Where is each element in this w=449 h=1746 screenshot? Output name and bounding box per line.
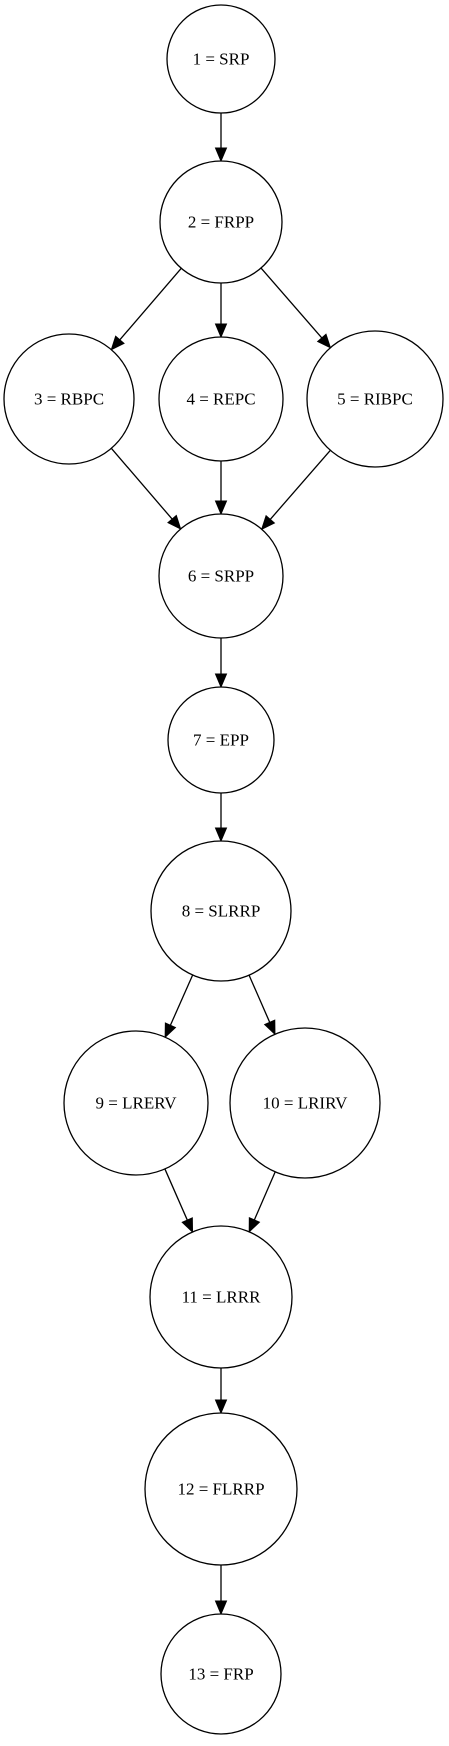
edge-3-to-6 bbox=[110, 447, 182, 530]
node-circle bbox=[150, 840, 292, 982]
node-2: 2 = FRPP bbox=[159, 160, 283, 284]
edge-line bbox=[269, 449, 331, 520]
arrowhead-icon bbox=[164, 1022, 177, 1039]
edge-2-to-3 bbox=[110, 267, 182, 351]
node-label: 9 = LRERV bbox=[96, 1094, 178, 1113]
arrowhead-icon bbox=[214, 673, 228, 689]
node-10: 10 = LRIRV bbox=[229, 1027, 381, 1179]
node-label: 10 = LRIRV bbox=[263, 1094, 348, 1113]
node-label: 4 = REPC bbox=[186, 390, 255, 409]
edge-line bbox=[119, 267, 182, 341]
node-label: 12 = FLRRP bbox=[177, 1480, 264, 1499]
node-11: 11 = LRRR bbox=[149, 1225, 293, 1369]
node-label: 1 = SRP bbox=[193, 50, 250, 69]
edge-9-to-11 bbox=[164, 1168, 194, 1234]
arrowhead-icon bbox=[263, 1019, 276, 1036]
node-6: 6 = SRPP bbox=[158, 513, 284, 639]
node-label: 8 = SLRRP bbox=[182, 902, 261, 921]
nodes-layer: 1 = SRP 2 = FRPP 3 = RBPC 4 = REPC 5 = RIBPC… bbox=[3, 4, 444, 1735]
edges-layer bbox=[110, 113, 332, 1616]
arrowhead-icon bbox=[181, 1217, 194, 1234]
arrowhead-icon bbox=[214, 1600, 228, 1616]
edge-line bbox=[260, 267, 323, 339]
edge-line bbox=[253, 1171, 276, 1221]
node-12: 12 = FLRRP bbox=[144, 1412, 298, 1566]
edge-11-to-12 bbox=[214, 1368, 228, 1415]
node-circle bbox=[306, 330, 444, 468]
node-13: 13 = FRP bbox=[160, 1613, 282, 1735]
node-circle bbox=[167, 686, 275, 794]
edge-2-to-5 bbox=[260, 267, 332, 349]
node-4: 4 = REPC bbox=[158, 336, 284, 462]
node-circle bbox=[159, 160, 283, 284]
node-circle bbox=[160, 1613, 282, 1735]
node-3: 3 = RBPC bbox=[3, 333, 135, 465]
node-circle bbox=[158, 336, 284, 462]
node-circle bbox=[166, 4, 276, 114]
edge-10-to-11 bbox=[248, 1171, 276, 1234]
node-label: 11 = LRRR bbox=[182, 1288, 262, 1307]
edge-6-to-7 bbox=[214, 638, 228, 689]
arrowhead-icon bbox=[214, 1399, 228, 1415]
node-circle bbox=[149, 1225, 293, 1369]
edge-2-to-4 bbox=[214, 283, 228, 339]
arrowhead-icon bbox=[316, 333, 332, 349]
edge-8-to-10 bbox=[248, 974, 276, 1036]
node-circle bbox=[158, 513, 284, 639]
node-circle bbox=[3, 333, 135, 465]
node-7: 7 = EPP bbox=[167, 686, 275, 794]
node-label: 3 = RBPC bbox=[34, 390, 104, 409]
node-circle bbox=[229, 1027, 381, 1179]
node-label: 7 = EPP bbox=[193, 731, 249, 750]
node-9: 9 = LRERV bbox=[63, 1030, 209, 1176]
node-label: 2 = FRPP bbox=[188, 213, 254, 232]
node-circle bbox=[144, 1412, 298, 1566]
edge-line bbox=[164, 1168, 188, 1221]
arrowhead-icon bbox=[214, 500, 228, 516]
node-1: 1 = SRP bbox=[166, 4, 276, 114]
edge-12-to-13 bbox=[214, 1565, 228, 1616]
arrowhead-icon bbox=[214, 323, 228, 339]
node-circle bbox=[63, 1030, 209, 1176]
node-5: 5 = RIBPC bbox=[306, 330, 444, 468]
edge-line bbox=[169, 974, 194, 1026]
arrowhead-icon bbox=[260, 514, 276, 531]
node-label: 6 = SRPP bbox=[188, 567, 254, 586]
edge-5-to-6 bbox=[260, 449, 331, 531]
arrowhead-icon bbox=[248, 1216, 261, 1234]
arrowhead-icon bbox=[167, 514, 182, 530]
node-label: 5 = RIBPC bbox=[337, 390, 413, 409]
arrowhead-icon bbox=[214, 827, 228, 843]
edge-1-to-2 bbox=[214, 113, 228, 163]
node-8: 8 = SLRRP bbox=[150, 840, 292, 982]
edge-7-to-8 bbox=[214, 793, 228, 843]
edge-4-to-6 bbox=[214, 461, 228, 516]
arrowhead-icon bbox=[214, 147, 228, 163]
node-label: 13 = FRP bbox=[188, 1665, 253, 1684]
edge-line bbox=[110, 447, 173, 520]
edge-8-to-9 bbox=[164, 974, 194, 1039]
arrowhead-icon bbox=[110, 335, 125, 351]
edge-line bbox=[248, 974, 271, 1023]
